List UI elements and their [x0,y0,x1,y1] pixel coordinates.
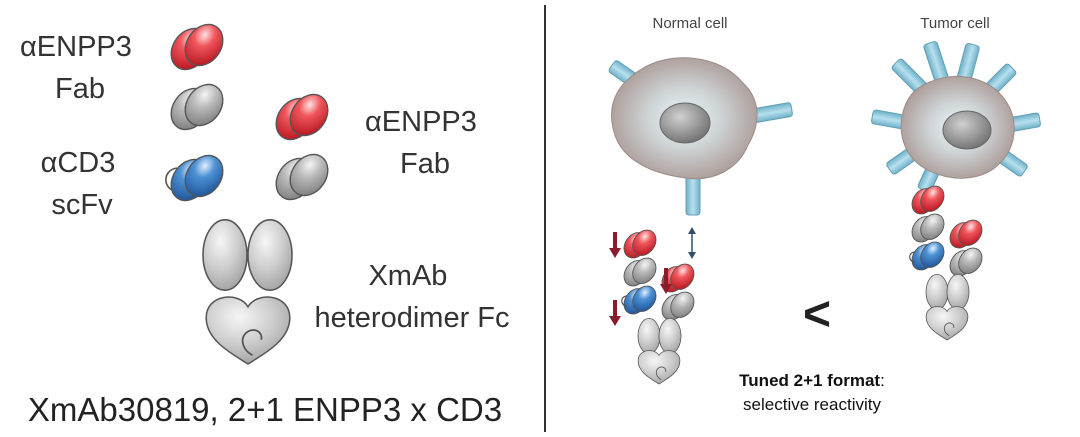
antibody-structure [162,16,337,365]
format-label-line1: Tuned 2+1 format: [739,371,885,390]
nucleus [942,110,992,150]
tumor-cell-label: Tumor cell [920,15,989,32]
cd3-scfv-domain [162,147,232,209]
label-enpp3-fab-right: αENPP3 Fab [365,106,485,180]
tumor-cell [871,41,1041,193]
fc-ch2-right [247,219,293,291]
label-enpp3-fab-left: αENPP3 Fab [20,31,140,105]
bound-antibody-normal [619,226,699,384]
fc-ch2-left [202,219,248,291]
normal-cell [608,57,793,216]
label-cd3-scfv: αCD3 scFv [41,147,124,221]
binding-double-arrow [688,227,696,259]
enpp3-fab-domain-right [267,86,337,148]
reduced-affinity-arrows [609,232,672,326]
format-label-line2: selective reactivity [743,395,881,414]
normal-cell-label: Normal cell [652,15,727,32]
bound-antibody-tumor [907,182,987,340]
enpp3-fab-domain-left-top [162,16,232,78]
nucleus [659,102,711,144]
molecule-caption: XmAb30819, 2+1 ENPP3 x CD3 [28,391,502,428]
label-heterodimer-fc: XmAb heterodimer Fc [314,260,509,334]
fab-constant-domain-left [162,76,232,138]
fab-constant-domain-right [267,146,337,208]
fc-ch3-heterodimer [205,296,291,365]
comparison-symbol: < [803,288,831,341]
